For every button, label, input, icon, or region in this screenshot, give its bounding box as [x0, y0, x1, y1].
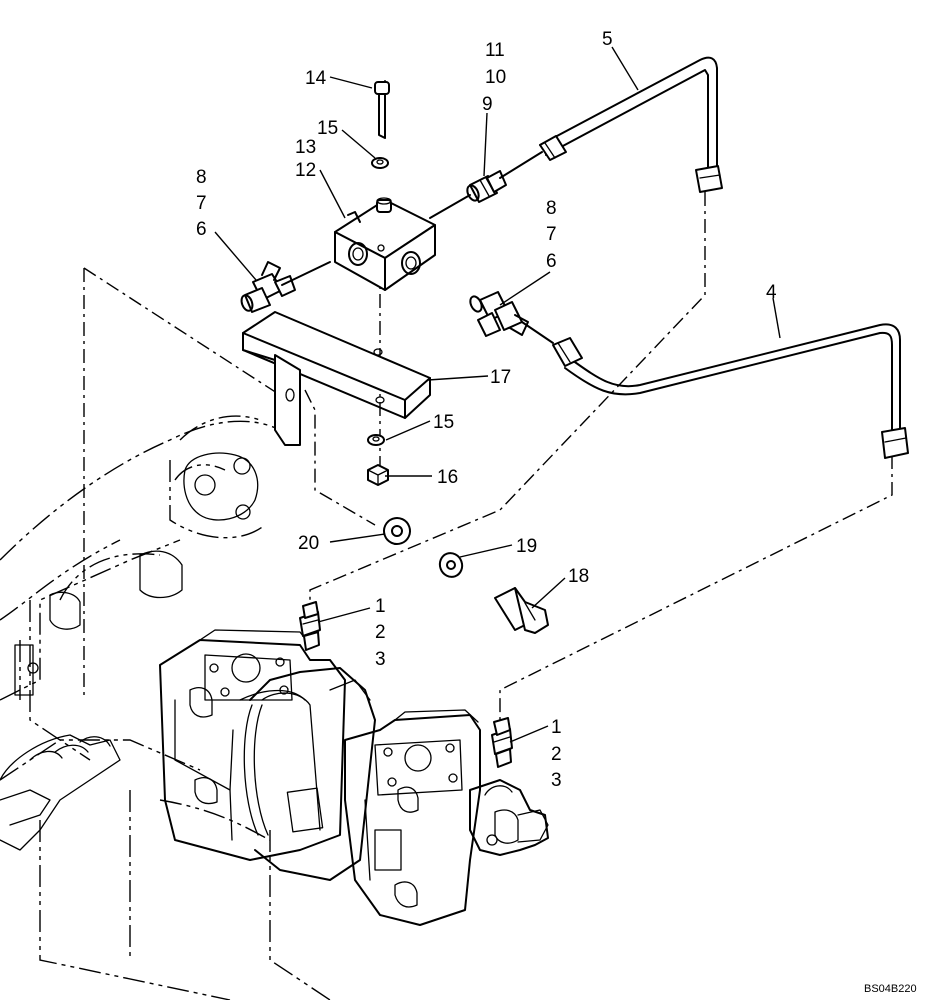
- reference-code: BS04B220: [864, 983, 917, 995]
- callout-14: 14: [305, 68, 327, 89]
- washer-15-bottom: [367, 434, 385, 446]
- callout-10: 10: [485, 67, 506, 88]
- callout-13: 13: [295, 137, 316, 158]
- callout-6-left: 6: [196, 219, 207, 240]
- machine-frame-outline: [0, 415, 331, 1000]
- callout-6-right: 6: [546, 251, 557, 272]
- nut-16: [367, 464, 389, 486]
- callout-8-left: 8: [196, 167, 207, 188]
- callout-3-right: 3: [551, 770, 562, 791]
- tee-fitting-6-right: [469, 291, 529, 337]
- connector-1-right: [491, 717, 513, 768]
- washer-15-top: [371, 157, 389, 169]
- callout-17: 17: [490, 367, 511, 388]
- callout-16: 16: [437, 467, 458, 488]
- callout-15-bottom: 15: [433, 412, 454, 433]
- bolt-14: [374, 81, 390, 139]
- connector-9: [466, 170, 507, 203]
- tube-4: [521, 321, 909, 459]
- callout-2-right: 2: [551, 744, 562, 765]
- tube-5: [429, 56, 723, 219]
- callout-19: 19: [516, 536, 537, 557]
- callout-3-left: 3: [375, 649, 386, 670]
- callout-12: 12: [295, 160, 316, 181]
- callout-9: 9: [482, 94, 493, 115]
- washer-19: [438, 552, 464, 578]
- callout-5: 5: [602, 29, 613, 50]
- callout-18: 18: [568, 566, 589, 587]
- tee-fitting-6-left: [240, 261, 331, 313]
- valve-block-12: [334, 197, 436, 291]
- washer-20: [383, 517, 411, 545]
- callout-20: 20: [298, 533, 319, 554]
- hydraulic-pump-assembly: [159, 629, 549, 926]
- callout-11: 11: [485, 40, 505, 61]
- mounting-bracket-17: [242, 311, 431, 446]
- bolt-18: [494, 587, 549, 634]
- callout-8-right: 8: [546, 198, 557, 219]
- callout-7-left: 7: [196, 193, 207, 214]
- callout-4: 4: [766, 282, 777, 303]
- callout-2-left: 2: [375, 622, 386, 643]
- callout-15-top: 15: [317, 118, 338, 139]
- connector-1-left: [299, 601, 321, 651]
- callout-7-right: 7: [546, 224, 557, 245]
- callout-1-left: 1: [375, 596, 386, 617]
- callout-labels: 14 15 13 12 11 10 9 5 8 7 6 8 7 6 4 17 1…: [196, 29, 777, 791]
- leader-lines: [214, 46, 781, 743]
- callout-1-right: 1: [551, 717, 562, 738]
